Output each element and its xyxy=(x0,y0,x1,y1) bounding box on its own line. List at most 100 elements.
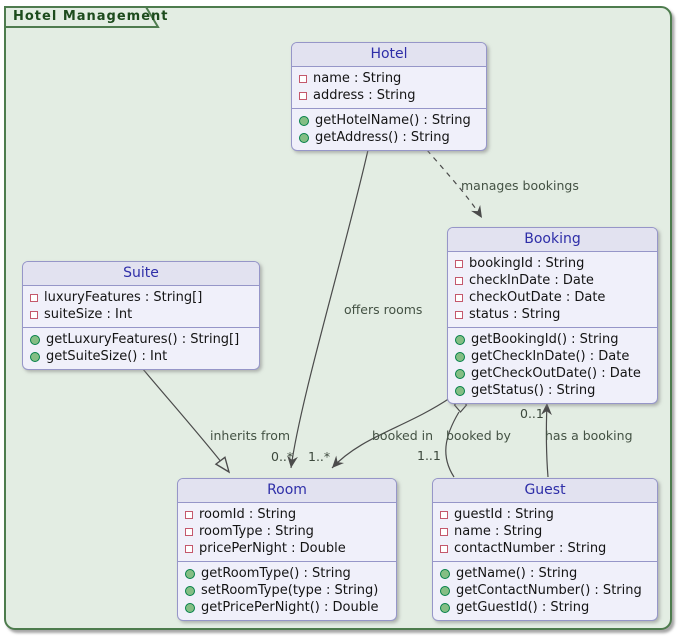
class-method: getContactNumber() : String xyxy=(440,582,650,599)
public-method-circle-icon xyxy=(185,602,195,613)
private-field-square-icon xyxy=(455,310,463,319)
guest-methods-section: getName() : String getContactNumber() : S… xyxy=(433,562,657,620)
edge-hotel-booking-manages xyxy=(426,149,483,219)
suite-methods-section: getLuxuryFeatures() : String[]getSuiteSi… xyxy=(23,328,259,369)
class-title-room: Room xyxy=(178,479,396,503)
class-attribute: contactNumber : String xyxy=(440,540,650,557)
class-attribute: luxuryFeatures : String[] xyxy=(30,289,252,306)
private-field-square-icon xyxy=(185,544,193,553)
multiplicity-offers-rooms: 0..* xyxy=(271,449,294,464)
member-text: getRoomType() : String xyxy=(201,566,351,581)
public-method-circle-icon xyxy=(299,132,309,143)
private-field-square-icon xyxy=(455,276,463,285)
class-attribute: pricePerNight : Double xyxy=(185,540,389,557)
class-attribute: name : String xyxy=(440,523,650,540)
class-attribute: bookingId : String xyxy=(455,255,650,272)
member-text: roomType : String xyxy=(199,524,314,539)
public-method-circle-icon xyxy=(30,334,40,345)
private-field-square-icon xyxy=(440,510,448,519)
class-attribute: name : String xyxy=(299,70,479,87)
edge-guest-booking-has-a-booking xyxy=(541,402,552,478)
public-method-circle-icon xyxy=(30,351,40,362)
edge-suite-room-inheritance xyxy=(136,361,229,472)
member-text: getPricePerNight() : Double xyxy=(201,600,379,615)
class-room: Room roomId : String roomType : String pric… xyxy=(177,478,397,621)
class-method: getHotelName() : String xyxy=(299,112,479,129)
edge-hotel-room-offers xyxy=(287,149,369,469)
class-method: getPricePerNight() : Double xyxy=(185,599,389,616)
class-title-booking: Booking xyxy=(448,228,657,252)
public-method-circle-icon xyxy=(455,334,465,345)
private-field-square-icon xyxy=(299,74,307,83)
member-text: luxuryFeatures : String[] xyxy=(44,290,203,305)
private-field-square-icon xyxy=(455,259,463,268)
class-attribute: checkOutDate : Date xyxy=(455,289,650,306)
suite-attributes-section: luxuryFeatures : String[] suiteSize : Int xyxy=(23,286,259,328)
edge-label-has-a-booking: has a booking xyxy=(545,428,633,443)
member-text: getBookingId() : String xyxy=(471,332,619,347)
public-method-circle-icon xyxy=(440,568,450,579)
frame-tab xyxy=(4,6,160,28)
private-field-square-icon xyxy=(30,293,38,302)
private-field-square-icon xyxy=(30,310,38,319)
class-method: getLuxuryFeatures() : String[] xyxy=(30,331,252,348)
class-method: getCheckInDate() : Date xyxy=(455,348,650,365)
member-text: suiteSize : Int xyxy=(44,307,133,322)
class-attribute: roomType : String xyxy=(185,523,389,540)
private-field-square-icon xyxy=(299,91,307,100)
private-field-square-icon xyxy=(185,510,193,519)
class-method: setRoomType(type : String) xyxy=(185,582,389,599)
class-method: getCheckOutDate() : Date xyxy=(455,365,650,382)
member-text: address : String xyxy=(313,88,416,103)
member-text: name : String xyxy=(454,524,543,539)
class-title-suite: Suite xyxy=(23,262,259,286)
class-attribute: status : String xyxy=(455,306,650,323)
member-text: getLuxuryFeatures() : String[] xyxy=(46,332,240,347)
member-text: status : String xyxy=(469,307,561,322)
member-text: guestId : String xyxy=(454,507,554,522)
member-text: getName() : String xyxy=(456,566,578,581)
member-text: checkOutDate : Date xyxy=(469,290,606,305)
public-method-circle-icon xyxy=(455,368,465,379)
class-attribute: guestId : String xyxy=(440,506,650,523)
private-field-square-icon xyxy=(455,293,463,302)
member-text: getCheckOutDate() : Date xyxy=(471,366,641,381)
member-text: setRoomType(type : String) xyxy=(201,583,379,598)
edge-label-manages-bookings: manages bookings xyxy=(461,178,579,193)
member-text: getContactNumber() : String xyxy=(456,583,642,598)
multiplicity-booked-in: 1..* xyxy=(308,449,331,464)
private-field-square-icon xyxy=(440,544,448,553)
frame-title: Hotel Management xyxy=(13,9,169,24)
class-title-hotel: Hotel xyxy=(292,43,486,67)
public-method-circle-icon xyxy=(299,115,309,126)
member-text: roomId : String xyxy=(199,507,297,522)
class-method: getBookingId() : String xyxy=(455,331,650,348)
member-text: getGuestId() : String xyxy=(456,600,590,615)
class-method: getSuiteSize() : Int xyxy=(30,348,252,365)
member-text: bookingId : String xyxy=(469,256,585,271)
class-method: getGuestId() : String xyxy=(440,599,650,616)
edge-label-inherits-from: inherits from xyxy=(210,428,291,443)
guest-attributes-section: guestId : String name : String contactNumb… xyxy=(433,503,657,562)
private-field-square-icon xyxy=(440,527,448,536)
edge-booking-room-booked-in xyxy=(331,397,451,469)
public-method-circle-icon xyxy=(440,602,450,613)
member-text: contactNumber : String xyxy=(454,541,607,556)
class-attribute: suiteSize : Int xyxy=(30,306,252,323)
public-method-circle-icon xyxy=(185,568,195,579)
member-text: pricePerNight : Double xyxy=(199,541,346,556)
public-method-circle-icon xyxy=(455,385,465,396)
private-field-square-icon xyxy=(185,527,193,536)
frame-border xyxy=(4,6,672,630)
multiplicity-has-a-booking: 0..1 xyxy=(520,406,544,421)
class-attribute: checkInDate : Date xyxy=(455,272,650,289)
public-method-circle-icon xyxy=(440,585,450,596)
class-method: getAddress() : String xyxy=(299,129,479,146)
public-method-circle-icon xyxy=(185,585,195,596)
